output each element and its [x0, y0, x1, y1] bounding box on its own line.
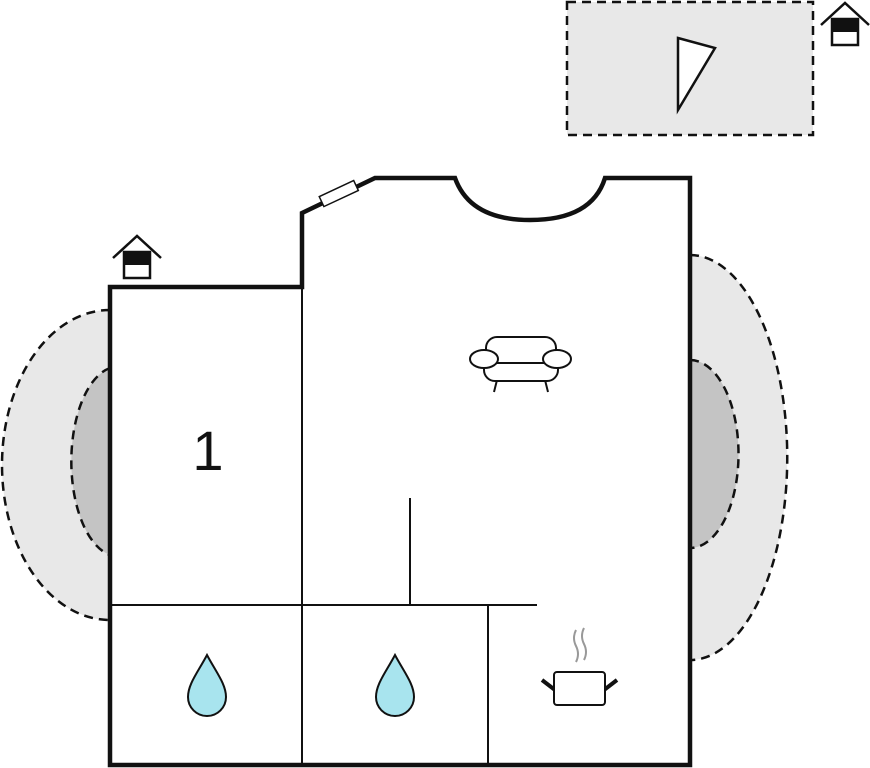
outer-wall: [107, 175, 693, 768]
terrace-right-outer: [688, 253, 789, 662]
cooking-pot-icon: [540, 627, 619, 706]
water-drop-icon: [186, 652, 228, 717]
house-entrance-icon: [112, 234, 162, 280]
interior-walls: [110, 287, 537, 765]
terrace-right-inner: [688, 358, 740, 550]
water-drop-icon: [374, 652, 416, 717]
house-entrance-icon: [820, 1, 870, 47]
room-label: 1: [192, 419, 223, 482]
terrace-left-outer: [0, 308, 112, 622]
window: [318, 179, 360, 208]
terrace-triangle-icon: [676, 36, 717, 115]
terrace-left-inner: [70, 366, 112, 557]
sofa-icon: [469, 336, 572, 393]
